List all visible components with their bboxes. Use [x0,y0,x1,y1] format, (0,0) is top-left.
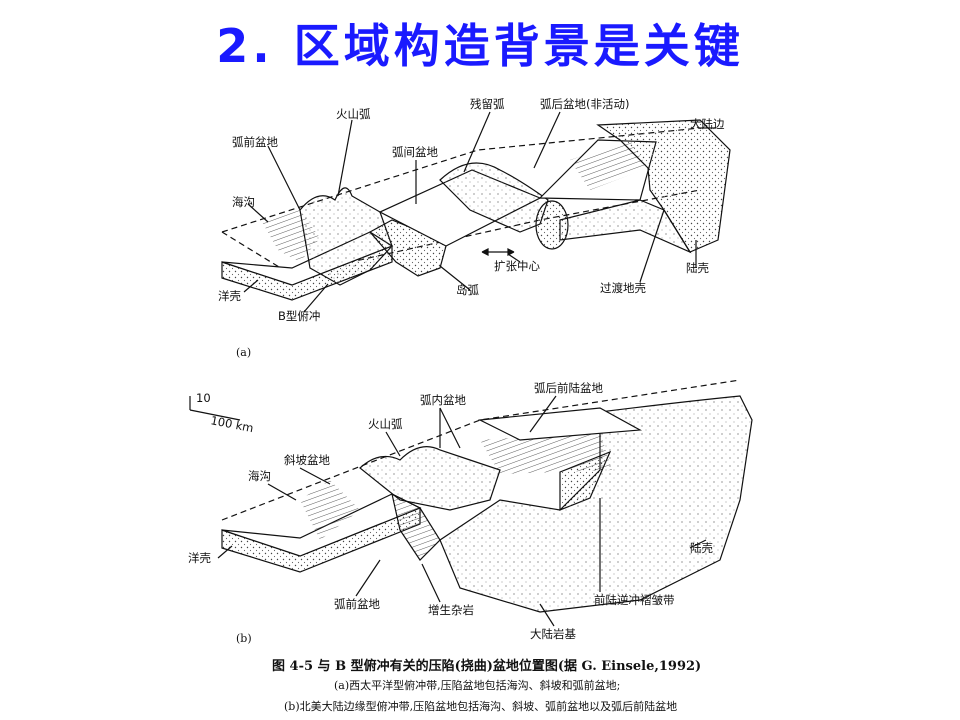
panel-b-labels: 10 100 km 弧后前陆盆地 弧内盆地 火山弧 斜坡盆地 海沟 洋壳 陆壳 … [188,381,713,645]
label-b-foreland-thrust-fold-belt: 前陆逆冲褶皱带 [594,593,675,607]
label-b-continental-crust: 陆壳 [690,541,713,555]
figure-caption-line-a: (a)西太平洋型俯冲带,压陷盆地包括海沟、斜坡和弧前盆地; [334,679,621,692]
label-b-slope-basin: 斜坡盆地 [284,453,330,467]
panel-b-diagram [189,379,753,627]
label-a-continental-margin: 大陆边 [690,117,725,131]
label-a-b-subduction: B型俯冲 [278,309,320,323]
label-a-volcanic-arc: 火山弧 [336,107,371,121]
panel-b-scale-bar [189,396,241,421]
panel-b-continental-block [439,395,753,613]
label-b-accretionary-melange: 增生杂岩 [428,603,474,617]
slide-title: 2. 区域构造背景是关键 [216,19,744,73]
label-b-volcanic-arc: 火山弧 [368,417,403,431]
panel-b-accretionary-wedge [391,492,441,561]
label-b-scale-horizontal: 100 km [209,413,254,435]
label-a-backarc-basin: 弧后盆地(非活动) [540,97,629,111]
label-a-spreading-center: 扩张中心 [494,259,540,273]
label-b-backarc-foreland-basin: 弧后前陆盆地 [534,381,603,395]
label-a-interarc-basin: 弧间盆地 [392,145,438,159]
label-a-trench: 海沟 [232,195,255,209]
label-b-oceanic-crust: 洋壳 [188,551,211,565]
label-b-forearc-basin: 弧前盆地 [334,597,380,611]
label-b-trench: 海沟 [248,469,271,483]
label-a-continental-crust: 陆壳 [686,261,709,275]
figure-caption-main: 图 4-5 与 B 型俯冲有关的压陷(挠曲)盆地位置图(据 G. Einsele… [272,659,702,674]
label-a-oceanic-crust: 洋壳 [218,289,241,303]
label-a-transitional-crust: 过渡地壳 [600,281,646,295]
panel-a-tag: (a) [236,346,251,359]
label-b-continental-basement: 大陆岩基 [530,627,576,641]
panel-a-remnant-arc [439,162,549,233]
label-b-intra-arc-basin: 弧内盆地 [420,393,466,407]
label-b-scale-vertical: 10 [196,391,211,405]
panel-b-tag: (b) [236,632,252,645]
panel-b-volcanic-arc [359,446,501,511]
panel-a-labels: 火山弧 残留弧 弧后盆地(非活动) 大陆边 弧前盆地 弧间盆地 海沟 扩张中心 … [218,97,725,359]
figure-caption-line-b: (b)北美大陆边缘型俯冲带,压陷盆地包括海沟、斜坡、弧前盆地以及弧后前陆盆地 [284,700,678,713]
panel-a-diagram [221,111,731,313]
label-a-island-arc: 岛弧 [456,283,479,297]
label-a-forearc-basin: 弧前盆地 [232,135,278,149]
label-a-remnant-arc: 残留弧 [470,97,505,111]
